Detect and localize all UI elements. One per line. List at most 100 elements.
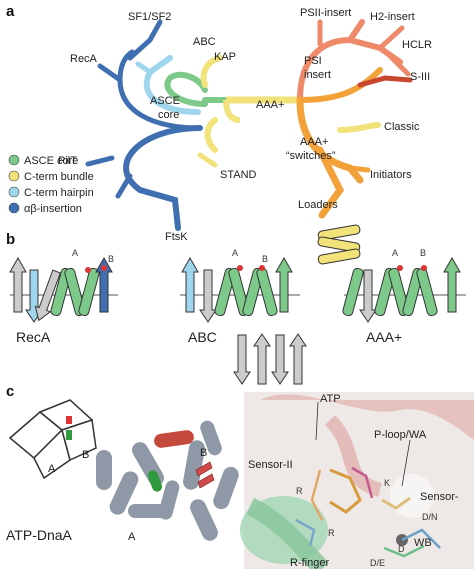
ribbon-label-b: B (200, 447, 207, 459)
legend-label-asce: ASCE core (24, 155, 78, 167)
topology-abc: A B (180, 248, 307, 385)
label-s3: S-III (410, 71, 430, 83)
branch-kap (200, 55, 223, 88)
abc-strand-2 (199, 269, 217, 323)
label-aaa: AAA+ (256, 99, 284, 111)
closeup-label-r-sensor2: R (296, 486, 303, 496)
abc-helix-4 (256, 267, 278, 317)
legend-swatch-cterm-hairpin (8, 186, 20, 198)
closeup-red-ribbon (260, 394, 474, 440)
abc-label-a: A (232, 248, 238, 258)
closeup-label-rfinger: R-finger (290, 557, 329, 569)
branch-aaa-join (223, 99, 241, 123)
closeup-label-sensor2: Sensor-II (248, 459, 293, 471)
ribbon-helix-7 (200, 420, 222, 456)
closeup-ploop-pointer (401, 439, 411, 487)
topology-label-abc: ABC (188, 329, 217, 345)
closeup-atp-pointer (315, 401, 319, 441)
abc-strand-3 (275, 256, 293, 313)
abc-walker-b-dot (259, 265, 265, 271)
ribbon-label-a: A (128, 531, 136, 543)
ribbon-red-sheet (195, 461, 215, 489)
branch-initiators-tip (347, 165, 371, 173)
closeup-label-dn: D/N (422, 512, 438, 522)
label-kap: KAP (214, 51, 236, 63)
reca-walker-b-dot (101, 265, 107, 271)
reca-strand-4 (95, 256, 113, 313)
label-psi: PSI (304, 55, 322, 67)
label-reca: RecA (70, 53, 98, 65)
abc-label-b: B (262, 254, 268, 264)
topology-aaa: A B (317, 224, 466, 323)
closeup-wb-sticks (383, 544, 425, 558)
topology-label-aaa: AAA+ (366, 329, 402, 345)
ribbon-helix-1 (96, 450, 112, 490)
ribbon-green-helix (147, 470, 163, 492)
label-classic: Classic (384, 121, 420, 133)
aaa-helix-4 (416, 267, 438, 317)
reca-strand-1 (9, 256, 27, 313)
closeup-label-d: D (398, 544, 405, 554)
closeup-label-de: D/E (370, 558, 385, 568)
topology-label-reca: RecA (16, 329, 51, 345)
label-sf1-sf2: SF1/SF2 (128, 11, 171, 23)
aaa-strand-2 (443, 256, 461, 313)
panel-label-c: c (6, 383, 14, 400)
aaa-strand-1 (359, 269, 377, 323)
dnaa-ribbon-structure (96, 420, 239, 541)
branch-loaders (316, 146, 345, 219)
ribbon-helix-8 (190, 499, 218, 541)
reca-label-a: A (72, 248, 78, 258)
label-asce: ASCE (150, 95, 180, 107)
label-hclr: HCLR (402, 39, 432, 51)
schematic-label-b: B (82, 449, 89, 461)
abc-walker-a-dot (237, 265, 243, 271)
label-psii-insert: PSII-insert (300, 7, 351, 19)
closeup-atp-sticks (329, 468, 362, 514)
branch-pilt (85, 155, 115, 167)
legend-swatch-ab-insertion (8, 202, 20, 214)
panel-label-a: a (6, 3, 15, 20)
ribbon-helix-9 (213, 466, 239, 510)
aaa-label-b: B (420, 248, 426, 258)
label-aaa2: AAA+ (300, 136, 328, 148)
ribbon-helix-5 (158, 480, 180, 520)
ribbon-helix-2 (109, 471, 139, 515)
legend-label-ab-insertion: αβ-insertion (24, 203, 82, 215)
aaa-lid-helix-3 (317, 248, 361, 265)
closeup-phosphate-sticks (351, 466, 374, 499)
aaa-lid-helix-1 (317, 224, 361, 241)
branch-blue-arc (117, 49, 135, 83)
ribbon-red-helix (154, 430, 194, 448)
label-psi-insert: insert (304, 69, 331, 81)
label-loaders: Loaders (298, 199, 338, 211)
legend-label-cterm-bundle: C-term bundle (24, 171, 94, 183)
aaa-helix-0 (342, 267, 364, 317)
schematic-green-mark (66, 430, 72, 440)
active-site-closeup (240, 392, 474, 569)
closeup-rfinger-sticks (295, 518, 316, 547)
dnaa-schematic (8, 399, 97, 480)
closeup-label-ploop: P-loop/WA (374, 429, 427, 441)
label-ftsk: FtsK (165, 231, 188, 243)
branch-classic (337, 122, 381, 133)
legend-swatch-asce (8, 154, 20, 166)
label-core: core (158, 109, 179, 121)
abc-sub-strand-3 (271, 334, 289, 385)
branch-sf (127, 19, 163, 61)
branch-reca (97, 63, 123, 83)
reca-helix-3 (78, 267, 100, 317)
aaa-label-a: A (392, 248, 398, 258)
closeup-lysine-sticks (381, 496, 411, 510)
tree-right-branches (296, 19, 413, 219)
aaa-lid-helix-2 (317, 236, 361, 253)
schematic-label-a: A (48, 463, 56, 475)
abc-sub-strand-4 (289, 333, 307, 385)
tree-left-branches (85, 19, 229, 231)
branch-asce (164, 71, 208, 107)
schematic-red-mark (66, 416, 72, 424)
legend-label-cterm-hairpin: C-term hairpin (24, 187, 94, 199)
label-stand: STAND (220, 169, 257, 181)
branch-stand-tip (197, 152, 218, 168)
